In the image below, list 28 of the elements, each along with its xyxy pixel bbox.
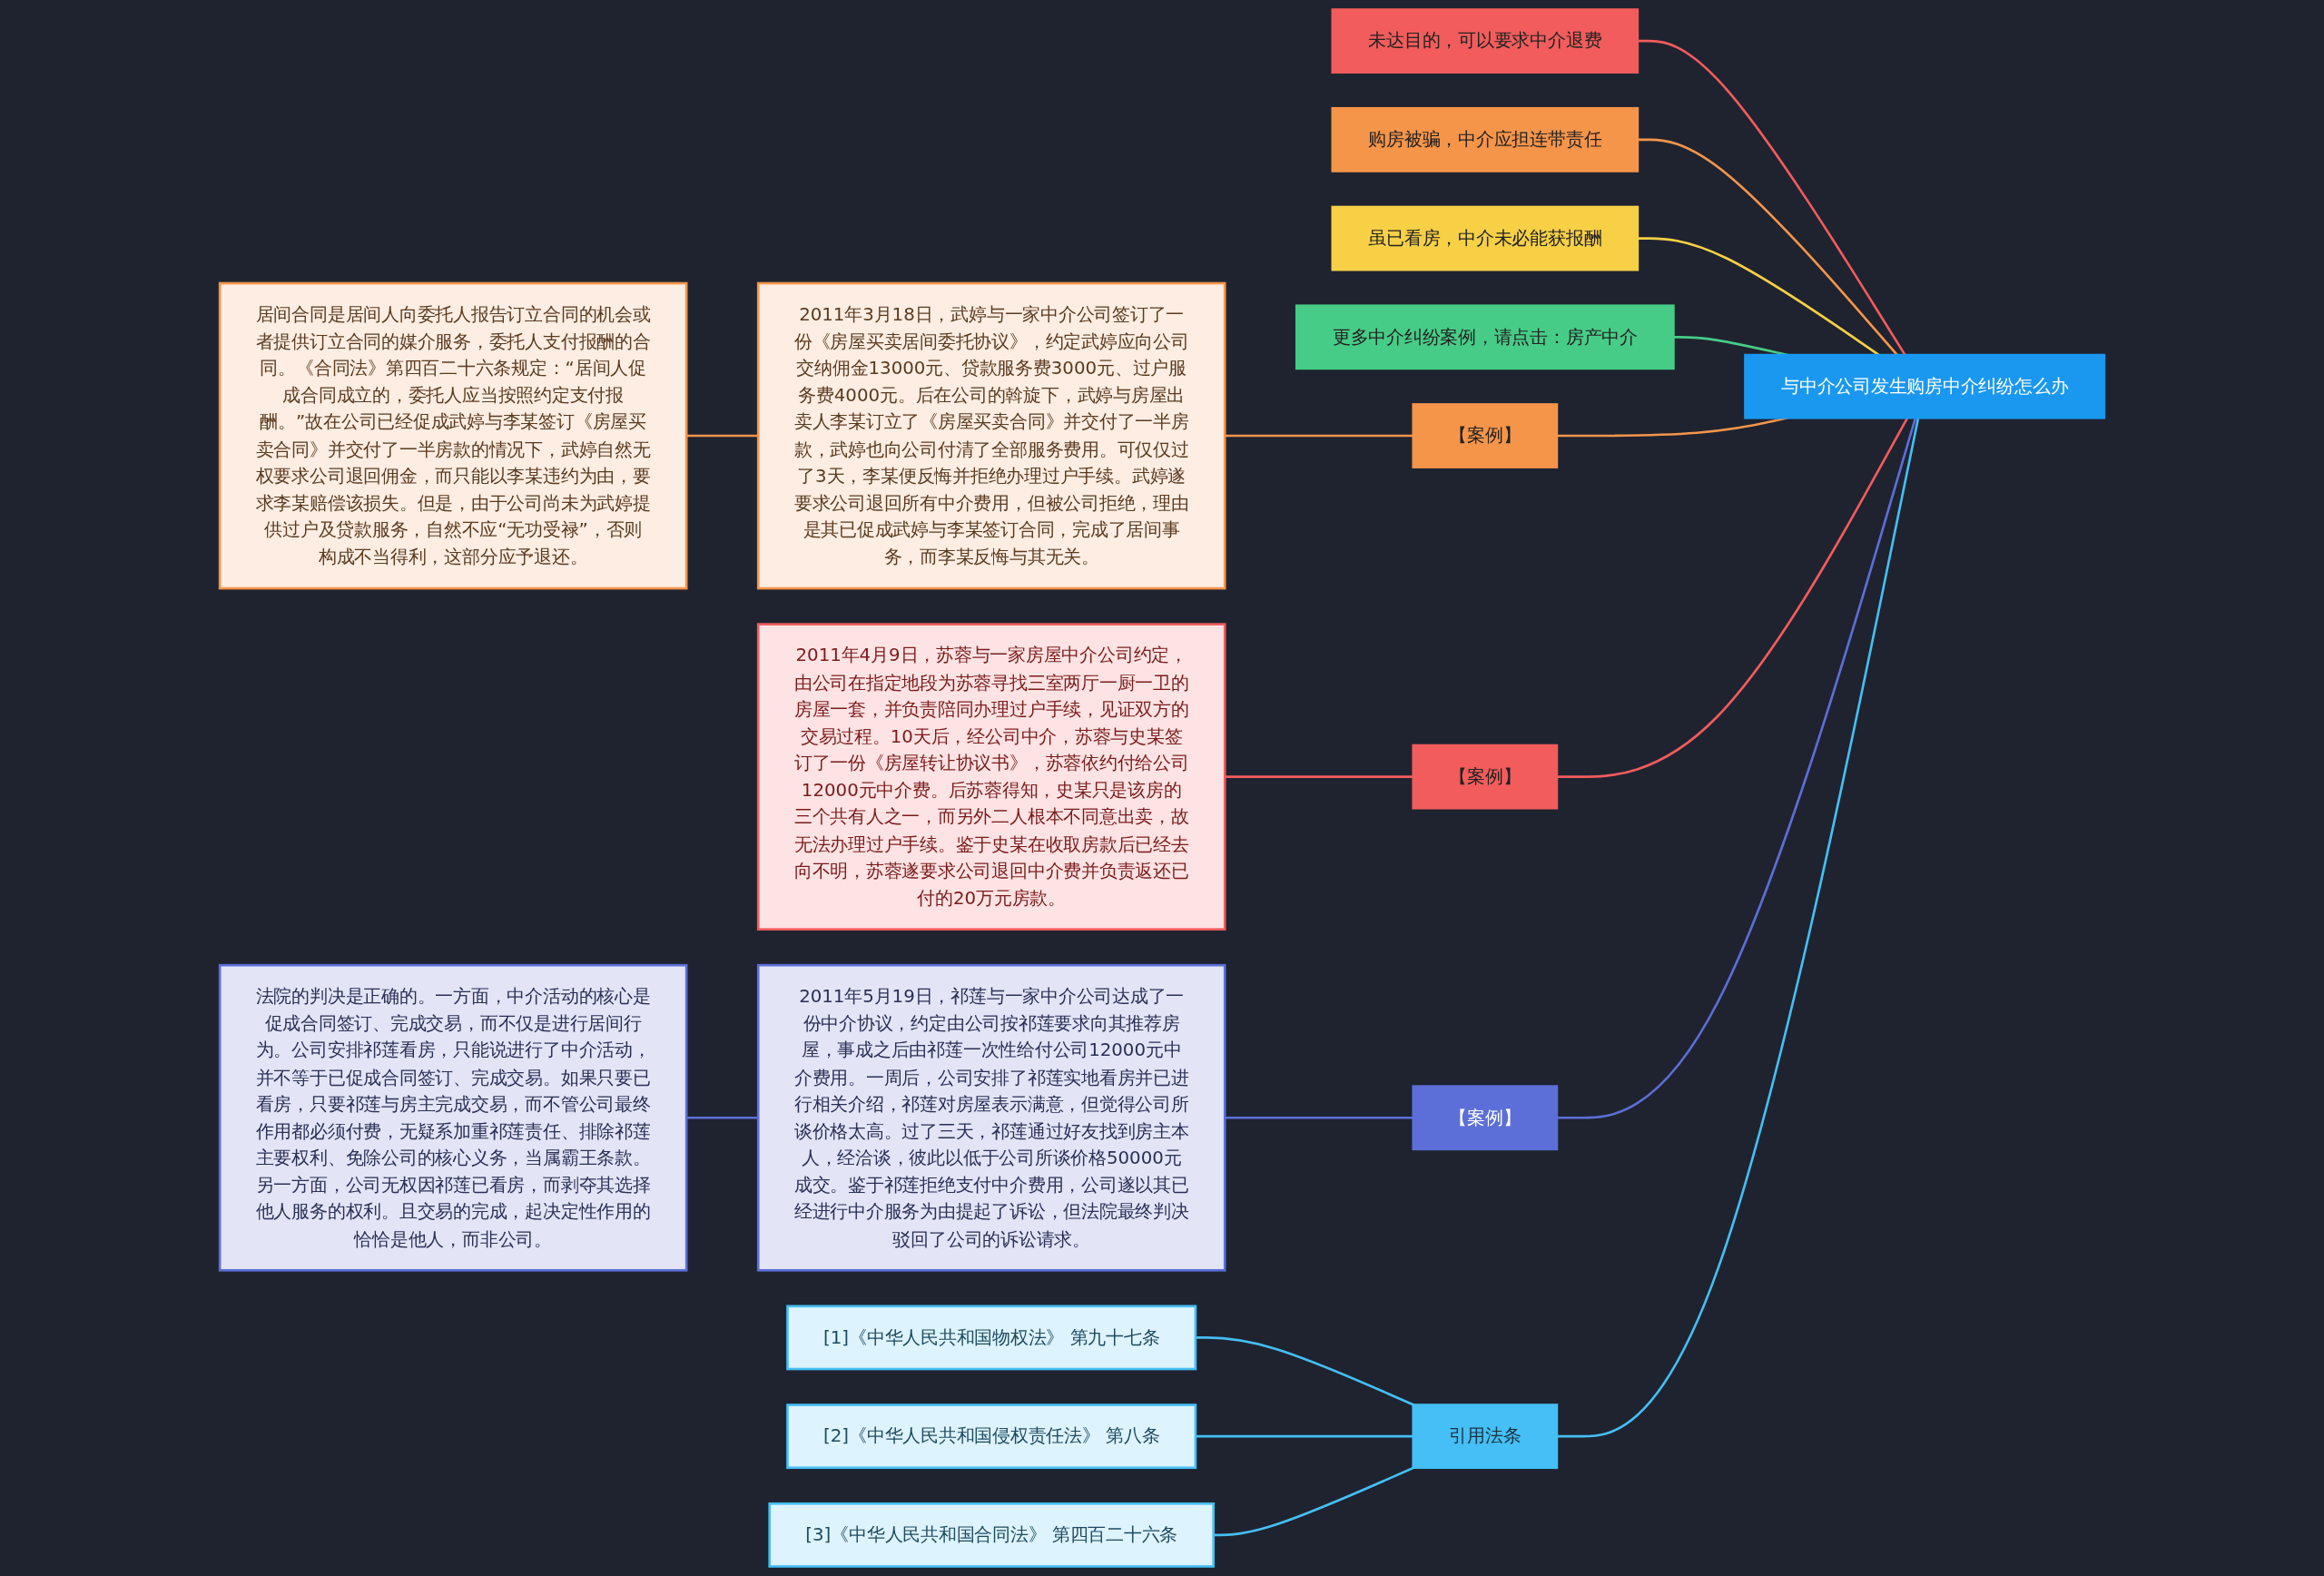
node-box: 【案例】: [1412, 403, 1559, 468]
connector: [1225, 1116, 1413, 1119]
node-box: 居间合同是居间人向委托人报告订立合同的机会或者提供订立合同的媒介服务，委托人支付报酬的合同。《合同法》第四百二十六条规定：“居间人促成合同成立的，委托人应当按照约定支付报酬。”故在公司已经促成武婷与李某签订《房屋买卖合同》并交付了一半房款的情况下，武婷自然无权要求公司退回佣金，而只能以李某违约为由，要求李某赔偿该损失。但是，由于公司尚未为武婷提供过户及贷款服务，自然不应“无功受禄”，否则构成不当得利，这部分应予退还。: [218, 281, 688, 590]
node-box: [3]《中华人民共和国合同法》 第四百二十六条: [768, 1502, 1215, 1568]
node-box: 购房被骗，中介应担连带责任: [1331, 106, 1640, 172]
connector: [1556, 418, 1920, 1438]
connector: [1213, 1466, 1414, 1537]
connector: [1195, 1434, 1413, 1438]
node-box: 引用法条: [1412, 1404, 1559, 1470]
node-box: 虽已看房，中介未必能获报酬: [1331, 205, 1640, 271]
node-box: 2011年3月18日，武婷与一家中介公司签订了一份《房屋买卖居间委托协议》，约定武婷应向公司交纳佣金13000元、贷款服务费3000元、过户服务费4000元。后在公司的斡旋下，武婷与房屋出卖人李某订立了《房屋买卖合同》并交付了一半房款，武婷也向公司付清了全部服务费用。可仅仅过了3天，李某便反悔并拒绝办理过户手续。武婷遂要求公司退回所有中介费用，但被公司拒绝，理由是其已促成武婷与李某签订合同，完成了居间事务，而李某反悔与其无关。: [756, 281, 1226, 590]
node-box: 更多中介纠纷案例，请点击：房产中介: [1295, 304, 1675, 370]
node-box: 2011年5月19日，祁莲与一家中介公司达成了一份中介协议，约定由公司按祁莲要求向其推荐房屋，事成之后由祁莲一次性给付公司12000元中介费用。一周后，公司安排了祁莲实地看房并已进行相关介绍，祁莲对房屋表示满意，但觉得公司所谈价格太高。过了三天，祁莲通过好友找到房主本人，经洽谈，彼此以低于公司所谈价格50000元成交。鉴于祁莲拒绝支付中介费用，公司遂以其已经进行中介服务为由提起了诉讼，但法院最终判决驳回了公司的诉讼请求。: [756, 963, 1226, 1272]
node-box: 法院的判决是正确的。一方面，中介活动的核心是促成合同签订、完成交易，而不仅是进行居间行为。公司安排祁莲看房，只能说进行了中介活动，并不等于已促成合同签订、完成交易。如果只要已看房，只要祁莲与房主完成交易，而不管公司最终作用都必须付费，无疑系加重祁莲责任、排除祁莲主要权利、免除公司的核心义务，当属霸王条款。另一方面，公司无权因祁莲已看房，而剥夺其选择他人服务的权利。且交易的完成，起决定性作用的恰恰是他人，而非公司。: [218, 963, 688, 1272]
node-box: 2011年4月9日，苏蓉与一家房屋中介公司约定，由公司在指定地段为苏蓉寻找三室两厅一厨一卫的房屋一套，并负责陪同办理过户手续，见证双方的交易过程。10天后，经公司中介，苏蓉与史某签订了一份《房屋转让协议书》，苏蓉依约付给公司12000元中介费。后苏蓉得知，史某只是该房的三个共有人之一，而另外二人根本不同意出卖，故无法办理过户手续。鉴于史某在收取房款后已经去向不明，苏蓉遂要求公司退回中介费并负责返还已付的20万元房款。: [756, 623, 1226, 931]
connector: [686, 1116, 759, 1119]
connector: [1225, 775, 1413, 778]
node-box: 【案例】: [1412, 744, 1559, 810]
connector: [1225, 434, 1413, 438]
node-box: [2]《中华人民共和国侵权责任法》 第八条: [786, 1404, 1197, 1470]
connector: [686, 434, 759, 438]
node-box: 【案例】: [1412, 1085, 1559, 1151]
connector: [1195, 1336, 1414, 1406]
connector: [1637, 39, 1906, 356]
connector: [1637, 138, 1898, 356]
node-box: 与中介公司发生购房中介纠纷怎么办: [1744, 353, 2106, 419]
node-box: [1]《中华人民共和国物权法》 第九十七条: [786, 1305, 1197, 1371]
node-box: 未达目的，可以要求中介退费: [1331, 8, 1640, 74]
